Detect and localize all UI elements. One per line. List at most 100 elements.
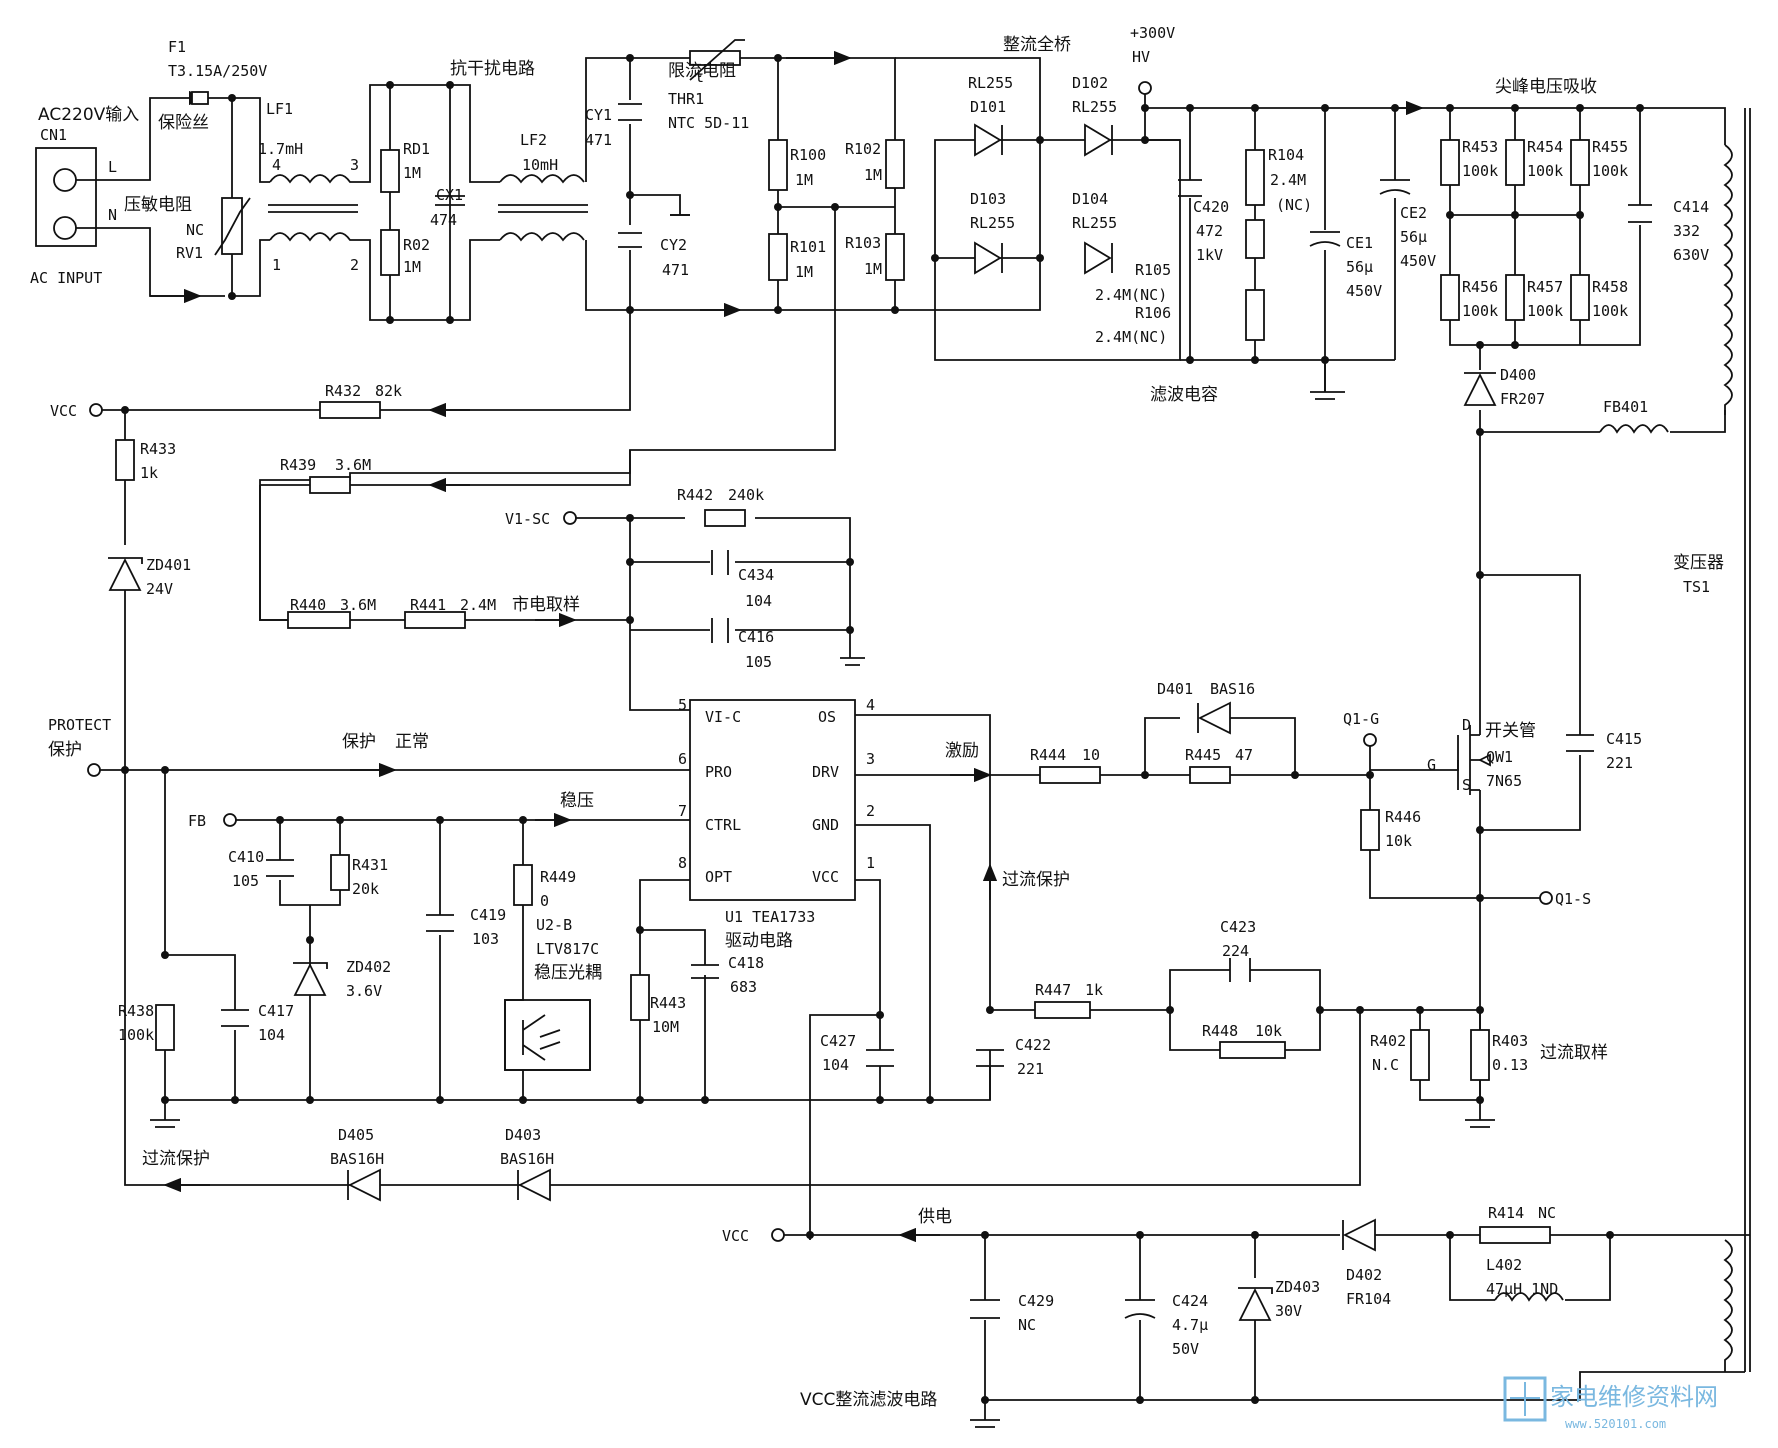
label-c415-val: 221 (1606, 754, 1633, 772)
diode-d402 (1342, 1218, 1376, 1252)
capacitor-c420 (1178, 179, 1202, 197)
label-inrush: 限流电阻 (668, 61, 736, 81)
label-r103-val: 1M (864, 260, 882, 278)
label-fb: FB (188, 812, 206, 830)
label-ce1-a: 56μ (1346, 258, 1373, 276)
label-drv: DRV (812, 763, 839, 781)
label-r414: R414 (1488, 1204, 1524, 1222)
label-fuse: 保险丝 (158, 113, 209, 133)
inductor-l402 (1494, 1292, 1564, 1302)
label-r448: R448 (1202, 1022, 1238, 1040)
label-r449-val: 0 (540, 892, 549, 910)
label-r453: R453 (1462, 138, 1498, 156)
label-r102-val: 1M (864, 166, 882, 184)
label-c418: C418 (728, 954, 764, 972)
label-varistor: 压敏电阻 (124, 195, 192, 215)
label-g: G (1427, 756, 1436, 774)
label-r101-val: 1M (795, 263, 813, 281)
label-prot-b: 正常 (395, 732, 429, 752)
label-d101: D101 (970, 98, 1006, 116)
label-r446: R446 (1385, 808, 1421, 826)
ferrite-fb401 (1599, 424, 1669, 434)
resistor-r454 (1505, 139, 1525, 186)
resistor-r102 (885, 139, 905, 189)
v1sc-terminal (563, 511, 577, 525)
label-r443: R443 (650, 994, 686, 1012)
resistor-r448 (1219, 1041, 1286, 1059)
capacitor-cy2 (618, 232, 642, 248)
label-p4: 4 (272, 156, 281, 174)
label-c420-b: 1kV (1196, 246, 1223, 264)
label-t: t (695, 68, 704, 86)
label-vccpin: VCC (812, 868, 839, 886)
label-r433-val: 1k (140, 464, 158, 482)
label-rl255a: RL255 (968, 74, 1013, 92)
label-p1: 1 (272, 256, 281, 274)
capacitor-c424 (1124, 1299, 1156, 1319)
label-r100: R100 (790, 146, 826, 164)
label-d401-val: BAS16 (1210, 680, 1255, 698)
label-s: S (1462, 776, 1471, 794)
hv-terminal (1138, 81, 1152, 95)
label-r414-val: NC (1538, 1204, 1556, 1222)
label-r453-val: 100k (1462, 162, 1498, 180)
label-mains-sample: 市电取样 (512, 595, 580, 615)
label-zd403: ZD403 (1275, 1278, 1320, 1296)
label-ltv: LTV817C (536, 940, 599, 958)
q1g-terminal (1363, 733, 1377, 747)
label-ocp-bottom: 过流保护 (142, 1149, 210, 1169)
label-qw1: QW1 (1486, 748, 1513, 766)
label-r02-val: 1M (403, 258, 421, 276)
label-r455: R455 (1592, 138, 1628, 156)
label-d403: D403 (505, 1126, 541, 1144)
label-r106-val: 2.4M(NC) (1095, 328, 1167, 346)
resistor-r445 (1189, 766, 1231, 784)
label-c420-a: 472 (1196, 222, 1223, 240)
label-r456: R456 (1462, 278, 1498, 296)
label-rv1: RV1 (176, 244, 203, 262)
label-opt: OPT (705, 868, 732, 886)
label-r100-val: 1M (795, 171, 813, 189)
label-fb401: FB401 (1603, 398, 1648, 416)
label-r440-val: 3.6M (340, 596, 376, 614)
transformer-ts1 (1723, 144, 1733, 1372)
label-c414-b: 630V (1673, 246, 1709, 264)
label-ctrl: CTRL (705, 816, 741, 834)
label-c410: C410 (228, 848, 264, 866)
label-protect-cn: 保护 (48, 740, 82, 760)
label-r431-val: 20k (352, 880, 379, 898)
diode-d102 (1084, 123, 1113, 157)
label-c419: C419 (470, 906, 506, 924)
label-rl255b: RL255 (1072, 98, 1117, 116)
label-cy1: CY1 (585, 106, 612, 124)
label-ts1: TS1 (1683, 578, 1710, 596)
label-lf1-val: 1.7mH (258, 140, 303, 158)
label-r445: R445 (1185, 746, 1221, 764)
label-supply: 供电 (918, 1207, 952, 1227)
label-vcc-filter: VCC整流滤波电路 (800, 1390, 937, 1410)
label-prot-a: 保护 (342, 732, 376, 752)
resistor-r02 (380, 229, 400, 276)
label-l: L (108, 158, 117, 176)
label-n: N (108, 206, 117, 224)
label-ce2-a: 56μ (1400, 228, 1427, 246)
capacitor-cy1 (618, 103, 642, 121)
label-r105-val: 2.4M(NC) (1095, 286, 1167, 304)
choke-lf1 (268, 174, 358, 242)
resistor-r457 (1505, 274, 1525, 321)
label-rd1-val: 1M (403, 164, 421, 182)
label-cx1: CX1 (436, 186, 463, 204)
label-r457-val: 100k (1527, 302, 1563, 320)
label-r104: R104 (1268, 146, 1304, 164)
label-ce1-b: 450V (1346, 282, 1382, 300)
resistor-r440 (287, 611, 351, 629)
capacitor-cx1 (435, 195, 465, 206)
watermark-logo: 家电维修资料网 www.520101.com (1503, 1376, 1718, 1431)
label-r458: R458 (1592, 278, 1628, 296)
optocoupler-u2b (504, 999, 591, 1071)
label-r458-val: 100k (1592, 302, 1628, 320)
label-r02: R02 (403, 236, 430, 254)
q1s-terminal (1539, 891, 1553, 905)
capacitor-c418 (691, 964, 719, 979)
label-r445-val: 47 (1235, 746, 1253, 764)
